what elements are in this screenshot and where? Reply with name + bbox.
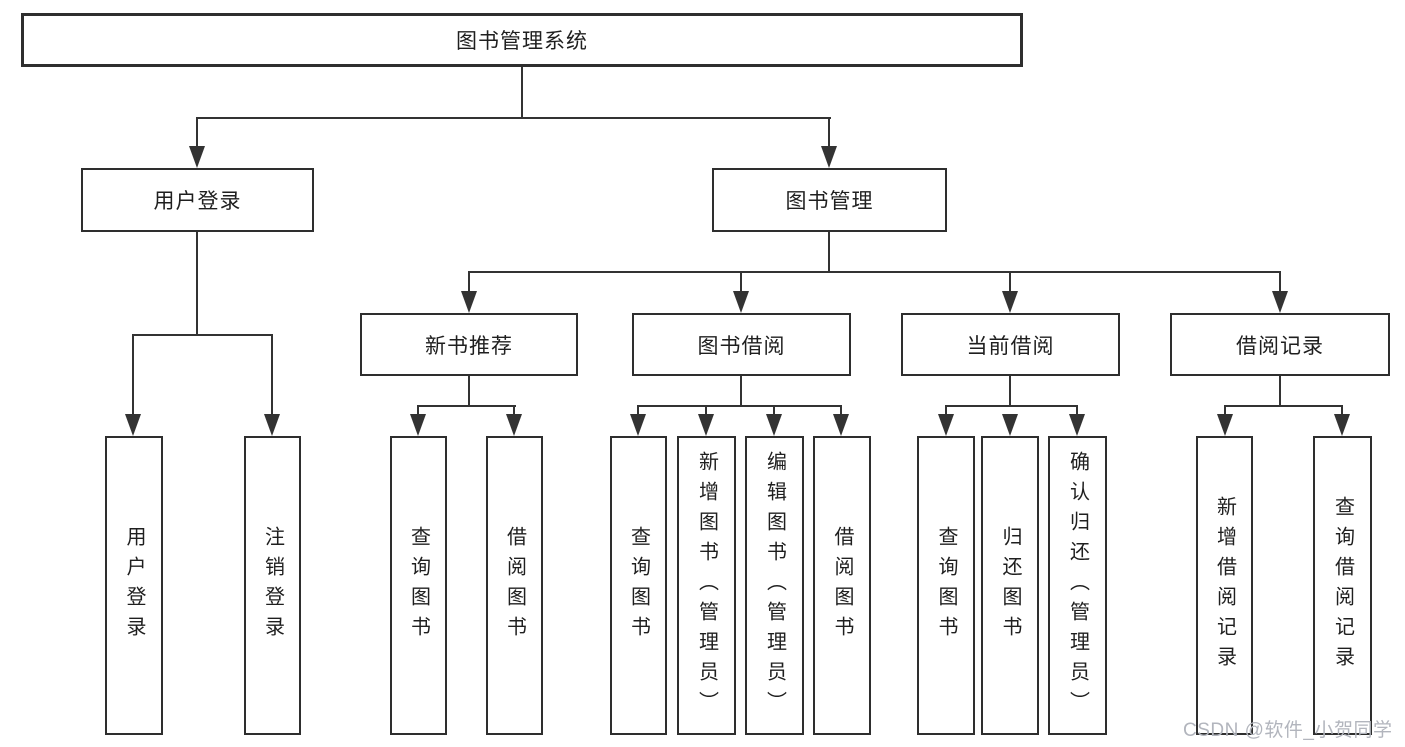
connector-line	[468, 271, 470, 295]
node-root: 图书管理系统	[21, 13, 1023, 67]
node-user-login-label: 用户登录	[153, 190, 242, 213]
node-book-management: 图书管理	[712, 168, 947, 232]
arrowhead-down-icon	[630, 414, 646, 436]
leaf-add-books-admin: 新增图书（管理员）	[677, 436, 736, 735]
arrowhead-down-icon	[189, 146, 205, 168]
connector-line	[417, 405, 516, 407]
node-borrow-record-label: 借阅记录	[1236, 334, 1324, 358]
leaf-query-borrow-record: 查询借阅记录	[1313, 436, 1372, 735]
leaf-add-borrow-record: 新增借阅记录	[1196, 436, 1253, 735]
connector-line	[828, 117, 830, 149]
connector-line	[1009, 271, 1011, 295]
arrowhead-down-icon	[461, 291, 477, 313]
leaf-logout-label: 注销登录	[261, 525, 284, 646]
leaf-borrow-books-1-label: 借阅图书	[503, 525, 526, 646]
arrowhead-down-icon	[125, 414, 141, 436]
connector-line	[196, 232, 198, 336]
connector-line	[417, 405, 419, 418]
arrowhead-down-icon	[506, 414, 522, 436]
csdn-watermark: CSDN @软件_小贺同学	[1183, 720, 1393, 741]
arrowhead-down-icon	[1334, 414, 1350, 436]
leaf-edit-books-admin: 编辑图书（管理员）	[745, 436, 804, 735]
arrowhead-down-icon	[410, 414, 426, 436]
connector-line	[1076, 405, 1078, 418]
node-current-borrow-label: 当前借阅	[966, 334, 1055, 358]
connector-line	[132, 334, 134, 418]
connector-line	[1279, 376, 1281, 407]
connector-line	[1279, 271, 1281, 295]
arrowhead-down-icon	[938, 414, 954, 436]
leaf-query-books-3-label: 查询图书	[935, 525, 957, 646]
leaf-add-borrow-record-label: 新增借阅记录	[1213, 495, 1236, 676]
node-borrow-record: 借阅记录	[1170, 313, 1390, 376]
leaf-query-books-2: 查询图书	[610, 436, 667, 735]
arrowhead-down-icon	[1002, 414, 1018, 436]
arrowhead-down-icon	[698, 414, 714, 436]
leaf-user-login-label: 用户登录	[123, 525, 145, 646]
leaf-add-books-admin-label: 新增图书（管理员）	[695, 450, 718, 721]
connector-line	[196, 117, 198, 149]
leaf-confirm-return-admin-label: 确认归还（管理员）	[1066, 450, 1089, 721]
node-book-management-label: 图书管理	[785, 190, 874, 213]
connector-line	[1009, 376, 1011, 407]
leaf-return-books: 归还图书	[981, 436, 1039, 735]
leaf-query-books-3: 查询图书	[917, 436, 975, 735]
leaf-query-books-1: 查询图书	[390, 436, 447, 735]
node-current-borrow: 当前借阅	[901, 313, 1120, 376]
connector-line	[945, 405, 1078, 407]
connector-line	[1224, 405, 1226, 418]
leaf-query-borrow-record-label: 查询借阅记录	[1331, 495, 1354, 676]
connector-line	[1341, 405, 1343, 418]
node-user-login: 用户登录	[81, 168, 314, 232]
connector-line	[740, 376, 742, 407]
arrowhead-down-icon	[1002, 291, 1018, 313]
arrowhead-down-icon	[733, 291, 749, 313]
connector-line	[196, 117, 831, 119]
arrowhead-down-icon	[1272, 291, 1288, 313]
node-book-borrow: 图书借阅	[632, 313, 851, 376]
connector-line	[945, 405, 947, 418]
connector-line	[271, 334, 273, 418]
arrowhead-down-icon	[264, 414, 280, 436]
connector-line	[1224, 405, 1343, 407]
connector-line	[513, 405, 515, 418]
arrowhead-down-icon	[1069, 414, 1085, 436]
connector-line	[705, 405, 707, 418]
node-book-borrow-label: 图书借阅	[697, 334, 786, 358]
arrowhead-down-icon	[1217, 414, 1233, 436]
connector-line	[828, 232, 830, 273]
leaf-borrow-books-2: 借阅图书	[813, 436, 871, 735]
connector-line	[132, 334, 273, 336]
node-root-label: 图书管理系统	[456, 30, 588, 53]
connector-line	[840, 405, 842, 418]
leaf-return-books-label: 归还图书	[999, 525, 1021, 646]
node-new-book-recommend: 新书推荐	[360, 313, 578, 376]
arrowhead-down-icon	[833, 414, 849, 436]
connector-line	[637, 405, 639, 418]
arrowhead-down-icon	[766, 414, 782, 436]
connector-line	[773, 405, 775, 418]
leaf-borrow-books-1: 借阅图书	[486, 436, 543, 735]
leaf-user-login: 用户登录	[105, 436, 163, 735]
connector-line	[521, 67, 523, 118]
arrowhead-down-icon	[821, 146, 837, 168]
leaf-confirm-return-admin: 确认归还（管理员）	[1048, 436, 1107, 735]
leaf-edit-books-admin-label: 编辑图书（管理员）	[763, 450, 786, 721]
leaf-logout: 注销登录	[244, 436, 301, 735]
leaf-query-books-2-label: 查询图书	[627, 525, 650, 646]
connector-line	[740, 271, 742, 295]
connector-line	[468, 271, 1281, 273]
connector-line	[468, 376, 470, 407]
leaf-query-books-1-label: 查询图书	[407, 525, 430, 646]
node-new-book-recommend-label: 新书推荐	[425, 334, 513, 358]
connector-line	[637, 405, 842, 407]
leaf-borrow-books-2-label: 借阅图书	[831, 525, 853, 646]
